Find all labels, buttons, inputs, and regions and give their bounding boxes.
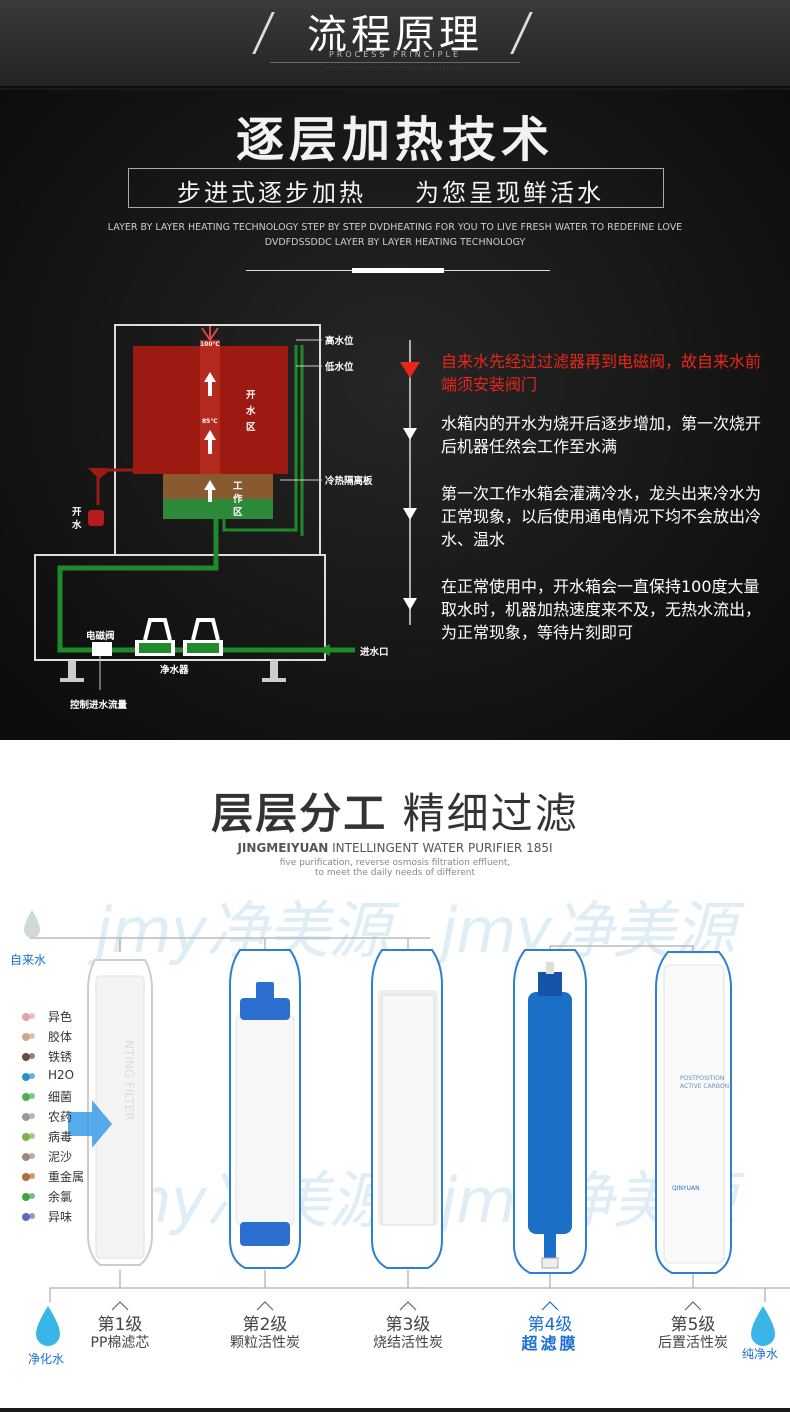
impurity-icon bbox=[20, 1209, 40, 1223]
impurity-icon bbox=[20, 1069, 40, 1083]
stage-name: 超滤膜 bbox=[521, 1334, 579, 1353]
stage-level: 第4级 bbox=[527, 1315, 573, 1335]
impurity-label: 重金属 bbox=[48, 1170, 85, 1184]
impurity-label: 泥沙 bbox=[48, 1150, 73, 1164]
work-zone-label: 工作区 bbox=[233, 481, 243, 518]
stage-name: 颗粒活性炭 bbox=[230, 1335, 300, 1351]
impurity-icon bbox=[20, 1109, 40, 1123]
impurity-label: 细菌 bbox=[48, 1090, 73, 1104]
diagram-graphic bbox=[34, 324, 355, 690]
valve-label: 电磁阀 bbox=[86, 631, 115, 642]
arrow-down-icon bbox=[403, 598, 417, 610]
tagline-right: 为您呈现鲜活水 bbox=[415, 179, 604, 207]
filtration-english-3: to meet the daily needs of different bbox=[315, 868, 475, 878]
water-drop-icon bbox=[751, 1306, 775, 1346]
impurity-icon bbox=[20, 1049, 40, 1063]
filter-1-text: NTING FILTER bbox=[122, 1040, 136, 1121]
impurity-label: 铁锈 bbox=[48, 1050, 73, 1064]
stage-level: 第3级 bbox=[385, 1315, 431, 1335]
impurity-label: 异味 bbox=[48, 1210, 73, 1224]
en-rest: INTELLINGENT WATER PURIFIER 185I bbox=[332, 841, 553, 855]
boil-zone-label: 开水区 bbox=[246, 390, 256, 433]
stage-2: 第2级 颗粒活性炭 bbox=[210, 1316, 320, 1352]
stage-level: 第1级 bbox=[97, 1315, 143, 1335]
inlet-label: 进水口 bbox=[360, 647, 389, 658]
stage-4: 第4级 超滤膜 bbox=[495, 1315, 605, 1353]
arrow-down-icon bbox=[403, 508, 417, 520]
impurity-icon bbox=[20, 1089, 40, 1103]
section-header: 流程原理 PROCESS PRINCIPLE · · · · · · · · ·… bbox=[0, 0, 790, 88]
process-section: 流程原理 PROCESS PRINCIPLE · · · · · · · · ·… bbox=[0, 0, 790, 740]
filter-5-label: POSTPOSITION bbox=[680, 1075, 724, 1082]
tagline-left: 步进式逐步加热 bbox=[177, 179, 366, 207]
temp-top-label: 100℃ bbox=[200, 341, 220, 348]
impurity-label: 余氯 bbox=[48, 1190, 73, 1204]
filtration-section: 层层分工 精细过滤 JINGMEIYUAN INTELLINGENT WATER… bbox=[0, 740, 790, 1412]
fine-print: · · · · · · · · · · · · · · · · · · · · … bbox=[325, 65, 465, 71]
step-3-text: 第一次工作水箱会灌满冷水，龙头出来冷水为正常现象，以后使用通电情况下均不会放出冷… bbox=[441, 484, 762, 549]
flow-control-label: 控制进水流量 bbox=[70, 700, 128, 711]
impurity-icon bbox=[20, 1029, 40, 1043]
impurity-label: H2O bbox=[48, 1068, 75, 1082]
heating-title: 逐层加热技术 bbox=[235, 112, 554, 168]
arrow-down-icon bbox=[400, 362, 420, 378]
filter-5-label-2: ACTIVE CARBON bbox=[680, 1083, 729, 1090]
stage-3: 第3级 烧结活性炭 bbox=[353, 1316, 463, 1352]
step-2-text: 水箱内的开水为烧开后逐步增加，第一次烧开后机器任然会工作至水满 bbox=[441, 414, 762, 456]
purified-water-label: 净化水 bbox=[28, 1352, 65, 1366]
filtration-title: 层层分工 精细过滤 bbox=[0, 780, 790, 841]
title-bold: 层层分工 bbox=[211, 789, 388, 838]
impurity-icon bbox=[20, 1129, 40, 1143]
impurity-label: 异色 bbox=[48, 1010, 73, 1024]
title-light: 精细过滤 bbox=[402, 789, 579, 838]
stage-name: PP棉滤芯 bbox=[90, 1335, 150, 1351]
stage-level: 第2级 bbox=[242, 1315, 288, 1335]
dark-panel bbox=[0, 90, 790, 740]
impurity-icon bbox=[20, 1189, 40, 1203]
divider-accent bbox=[352, 268, 444, 273]
tagline-box: 步进式逐步加热 为您呈现鲜活水 bbox=[128, 168, 664, 208]
heating-diagram: 100℃ 85℃ 开水区 工作区 高水位 低水位 冷热隔离板 开水 电磁阀 净水… bbox=[0, 300, 400, 730]
hot-outlet-label: 开水 bbox=[72, 507, 82, 531]
filter-5-brand: QINYUAN bbox=[672, 1185, 700, 1192]
tap-water-label: 自来水 bbox=[10, 953, 47, 967]
pure-water-label: 纯净水 bbox=[742, 1347, 779, 1361]
low-level-label: 低水位 bbox=[325, 362, 354, 373]
stage-level: 第5级 bbox=[670, 1315, 716, 1335]
step-4-text: 在正常使用中，开水箱会一直保持100度大量取水时，机器加热速度来不及，无热水流出… bbox=[441, 577, 762, 642]
filter-flow-graphic: NTING FILTER POSTPOSITION ACTIVE CARBON … bbox=[24, 910, 790, 1346]
impurity-icon bbox=[20, 1169, 40, 1183]
arrow-right-icon bbox=[68, 1100, 112, 1148]
impurity-icon bbox=[20, 1149, 40, 1163]
impurity-label: 农药 bbox=[48, 1110, 73, 1124]
stage-name: 烧结活性炭 bbox=[373, 1335, 443, 1351]
english-line-2: DVDFDSSDDC LAYER BY LAYER HEATING TECHNO… bbox=[264, 237, 526, 248]
water-drop-icon bbox=[24, 910, 40, 938]
arrow-down-icon bbox=[403, 428, 417, 440]
high-level-label: 高水位 bbox=[325, 336, 354, 347]
bottom-bar bbox=[0, 1408, 790, 1412]
step-1-text: 自来水先经过过滤器再到电磁阀，故自来水前端须安装阀门 bbox=[441, 352, 762, 394]
separator-label: 冷热隔离板 bbox=[325, 476, 373, 487]
water-drop-icon bbox=[36, 1306, 60, 1346]
stage-5: 第5级 后置活性炭 bbox=[638, 1316, 748, 1352]
impurity-label: 胶体 bbox=[48, 1030, 73, 1044]
english-line-1: LAYER BY LAYER HEATING TECHNOLOGY STEP B… bbox=[107, 222, 683, 233]
impurity-icon bbox=[20, 1009, 40, 1023]
temp-mid-label: 85℃ bbox=[202, 418, 218, 425]
step-arrows bbox=[400, 340, 420, 625]
impurity-label: 病毒 bbox=[48, 1130, 73, 1144]
filtration-english-2: five purification, reverse osmosis filtr… bbox=[279, 858, 511, 868]
divider bbox=[270, 62, 520, 63]
purifier-label: 净水器 bbox=[160, 665, 189, 676]
stage-name: 后置活性炭 bbox=[658, 1335, 728, 1351]
section-subtitle: PROCESS PRINCIPLE bbox=[328, 50, 462, 59]
stage-1: 第1级 PP棉滤芯 bbox=[65, 1316, 175, 1352]
filtration-english: JINGMEIYUAN INTELLINGENT WATER PURIFIER … bbox=[0, 841, 790, 855]
section-title: 流程原理 bbox=[307, 12, 483, 58]
brand-en: JINGMEIYUAN bbox=[237, 841, 329, 855]
